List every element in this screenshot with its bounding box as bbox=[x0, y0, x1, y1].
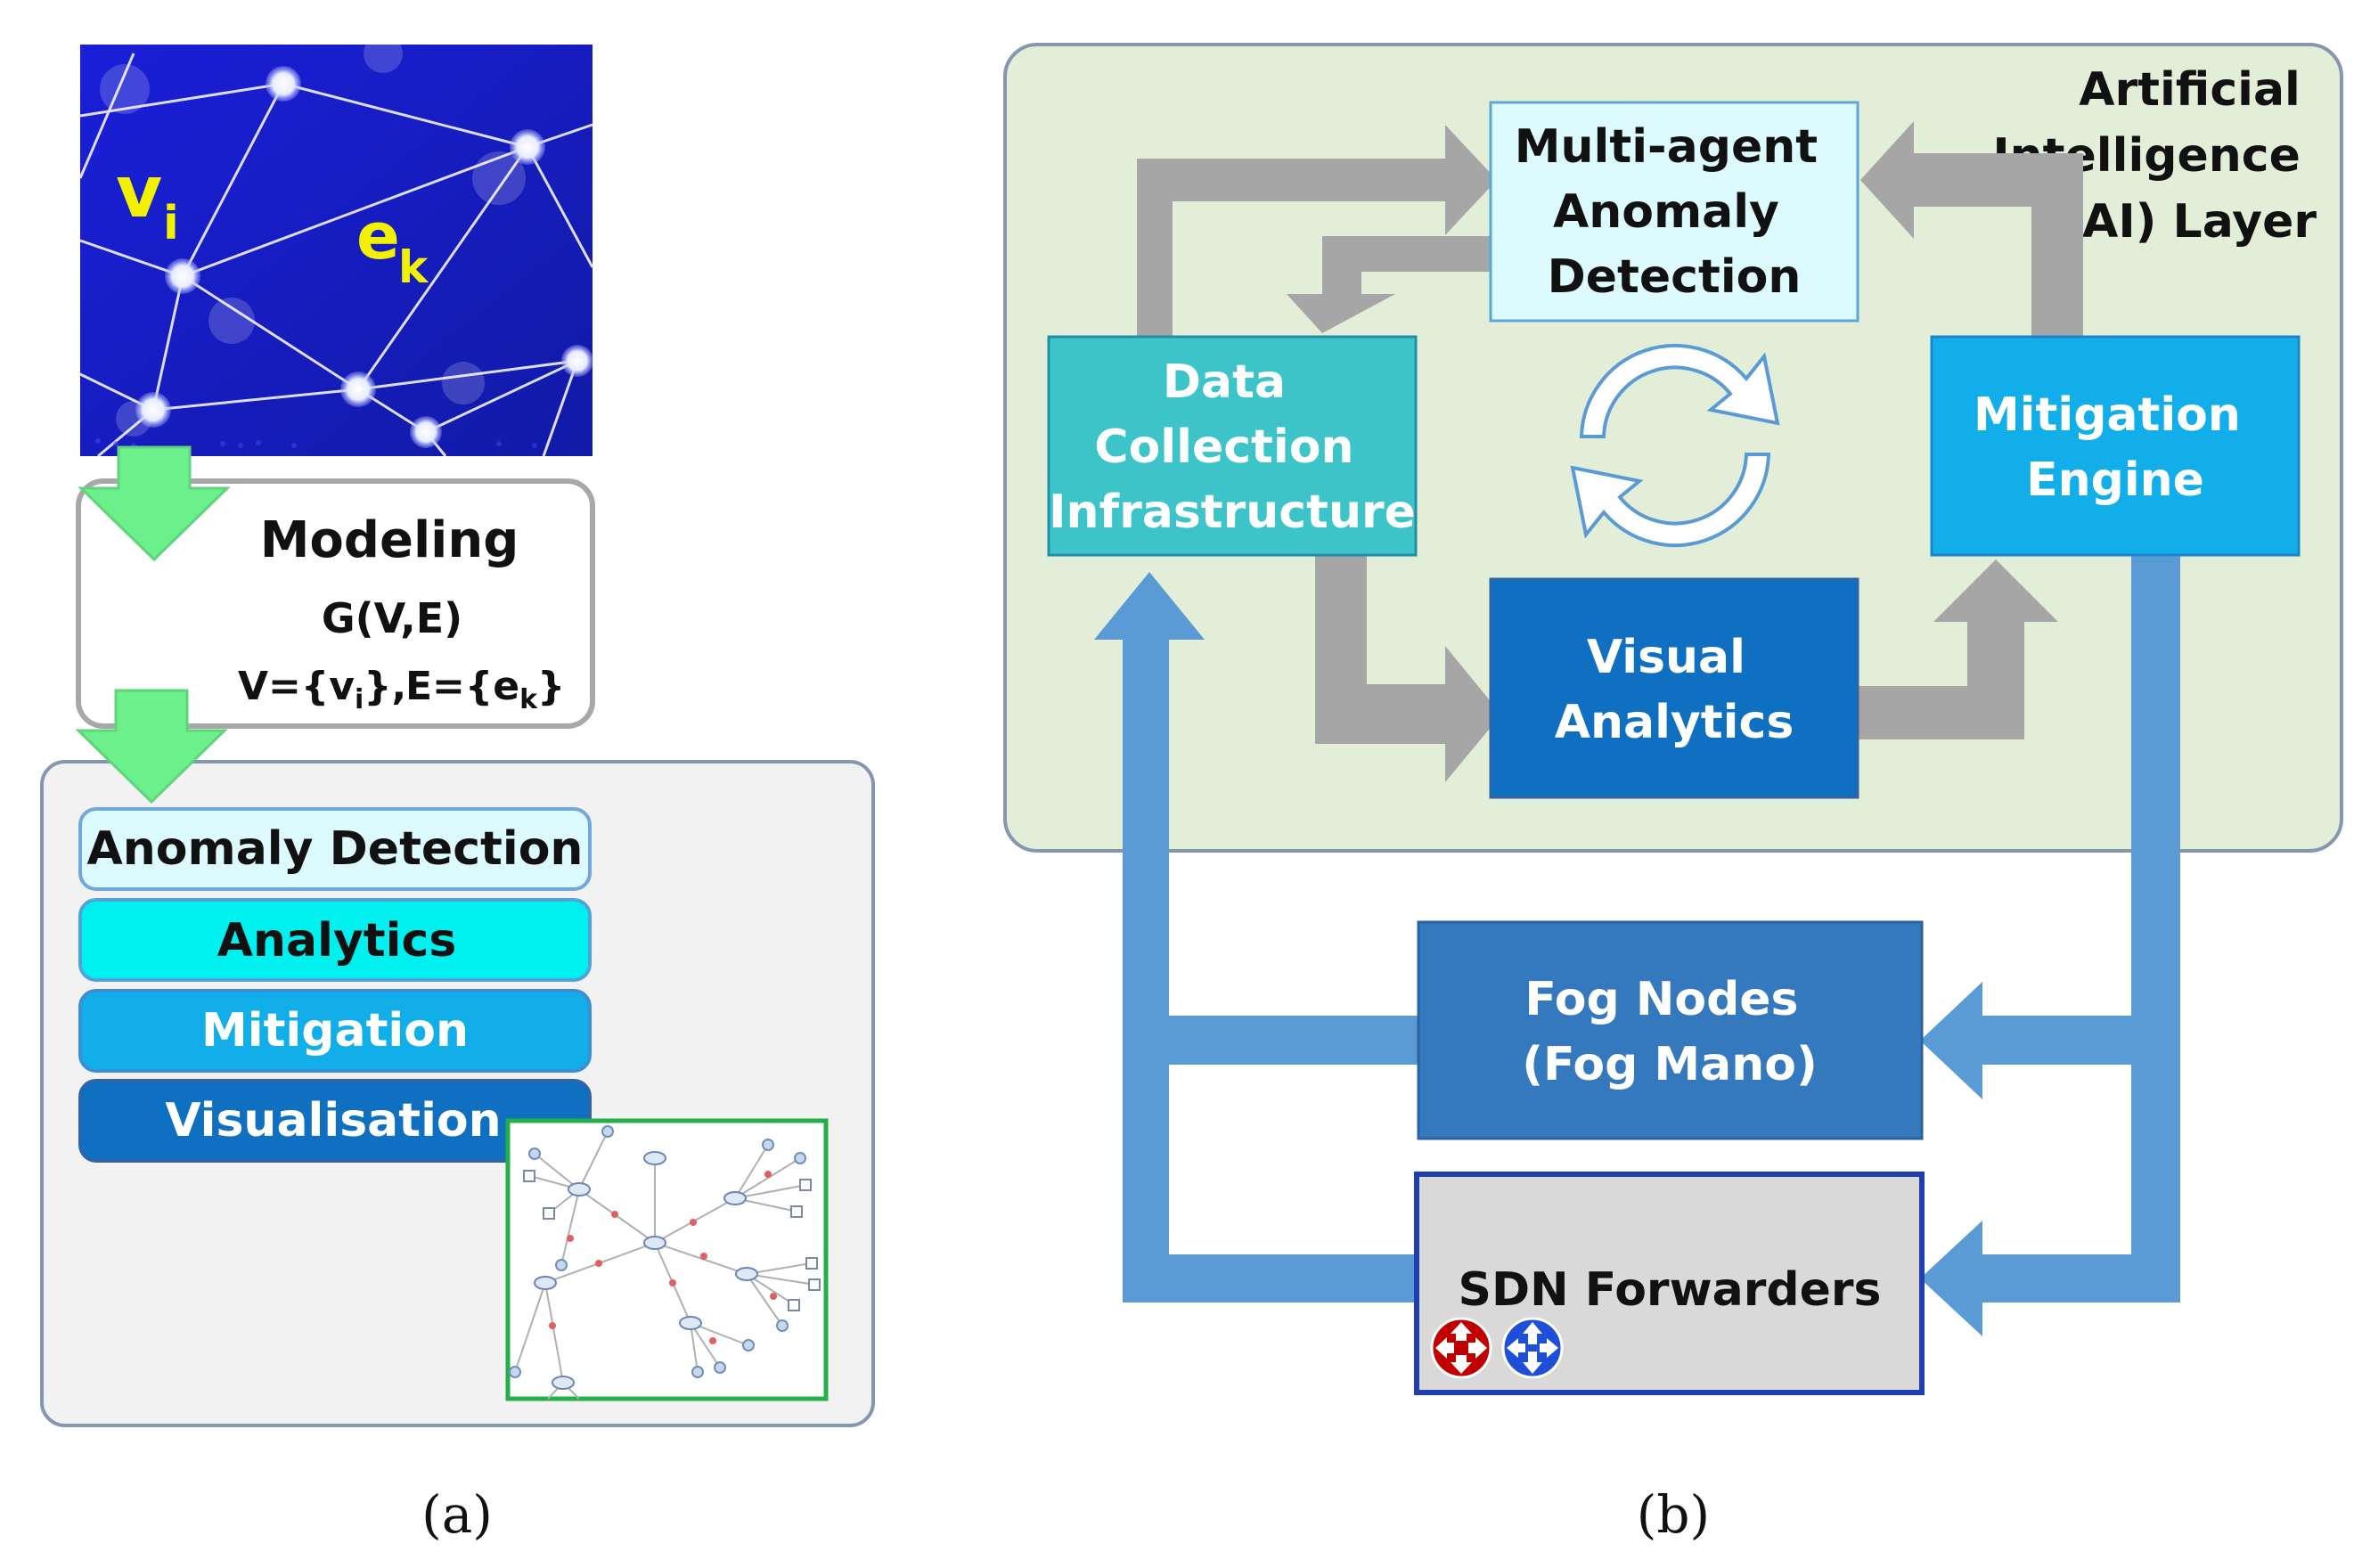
arrow-up-to-dc bbox=[1094, 572, 1205, 1303]
sdn-forwarders: SDN Forwarders bbox=[1414, 1172, 1925, 1395]
edge-subscript: k bbox=[398, 241, 429, 293]
arrow-dc-to-visual bbox=[1315, 554, 1501, 782]
arrow-into-sdn bbox=[1920, 1221, 2180, 1336]
sdn-forwarders-label: SDN Forwarders bbox=[1459, 1263, 1882, 1317]
visual-analytics-label: Visual Analytics bbox=[1555, 631, 1794, 749]
modeling-box: Modeling G(V,E) V={vi}, E={ek} bbox=[76, 478, 595, 729]
arrow-mitigation-to-multiagent bbox=[1860, 121, 2083, 339]
stack-analytics: Analytics bbox=[78, 898, 592, 982]
link-fog-to-trunk bbox=[1158, 1016, 1418, 1065]
fog-nodes-label: Fog Nodes (Fog Mano) bbox=[1522, 973, 1818, 1091]
vertex-subscript: i bbox=[163, 197, 179, 250]
caption-b: (b) bbox=[1637, 1484, 1710, 1545]
blue-router-icon bbox=[1501, 1317, 1564, 1379]
data-collection-label: Data Collection Infrastructure bbox=[1049, 355, 1416, 539]
green-arrow-down-1 bbox=[78, 445, 231, 562]
stack-label: Mitigation bbox=[201, 1004, 469, 1058]
modeling-title: Modeling bbox=[260, 511, 519, 569]
visual-analytics: Visual Analytics bbox=[1489, 577, 1859, 799]
green-arrow-down-2 bbox=[75, 689, 228, 804]
stack-label: Analytics bbox=[217, 914, 457, 968]
edge-symbol: e bbox=[356, 199, 400, 274]
stack-label: Anomaly Detection bbox=[87, 822, 584, 876]
cycle-refresh-icon bbox=[1570, 343, 1780, 548]
arrow-dc-to-multiagent bbox=[1137, 125, 1497, 339]
arrow-visual-to-mitigation bbox=[1858, 559, 2058, 739]
stack-visualisation: Visualisation bbox=[78, 1079, 592, 1163]
arrow-multiagent-to-dc bbox=[1287, 236, 1490, 333]
vertex-symbol: v bbox=[116, 151, 162, 233]
stack-mitigation: Mitigation bbox=[78, 989, 592, 1073]
link-sdn-to-trunk bbox=[1123, 1254, 1418, 1303]
caption-a: (a) bbox=[421, 1484, 493, 1545]
stack-label: Visualisation bbox=[165, 1094, 501, 1147]
gray-flow-arrows bbox=[1137, 121, 2083, 782]
ai-layer-title: Artificial Intelligence (AI) Layer bbox=[1992, 63, 2317, 249]
stack-anomaly-detection: Anomaly Detection bbox=[78, 807, 592, 891]
mitigation-engine: Mitigation Engine bbox=[1930, 335, 2301, 557]
graph-formula: G(V,E) bbox=[322, 594, 462, 642]
vertex-set-formula: V={vi}, bbox=[238, 664, 406, 715]
edge-set-formula: E={ek} bbox=[405, 664, 565, 715]
multi-agent-anomaly-detection: Multi-agent Anomaly Detection bbox=[1489, 101, 1859, 323]
arrow-into-fog bbox=[1920, 982, 2180, 1099]
network-thumbnail bbox=[505, 1118, 829, 1401]
panel-a: v i e k Modeling G(V,E) V={vi}, E={ek} A… bbox=[40, 34, 875, 1545]
data-collection-infrastructure: Data Collection Infrastructure bbox=[1047, 335, 1418, 557]
multi-agent-label: Multi-agent Anomaly Detection bbox=[1515, 120, 1834, 304]
mitigation-engine-label: Mitigation Engine bbox=[1974, 388, 2257, 507]
graph-image: v i e k bbox=[78, 34, 594, 458]
red-router-icon bbox=[1430, 1317, 1492, 1379]
fog-nodes: Fog Nodes (Fog Mano) bbox=[1417, 920, 1924, 1140]
blue-feedback-arrows bbox=[1094, 554, 2180, 1336]
panel-b: Artificial Intelligence (AI) Layer bbox=[1003, 43, 2343, 1545]
trunk-from-mitigation bbox=[2131, 554, 2180, 1303]
